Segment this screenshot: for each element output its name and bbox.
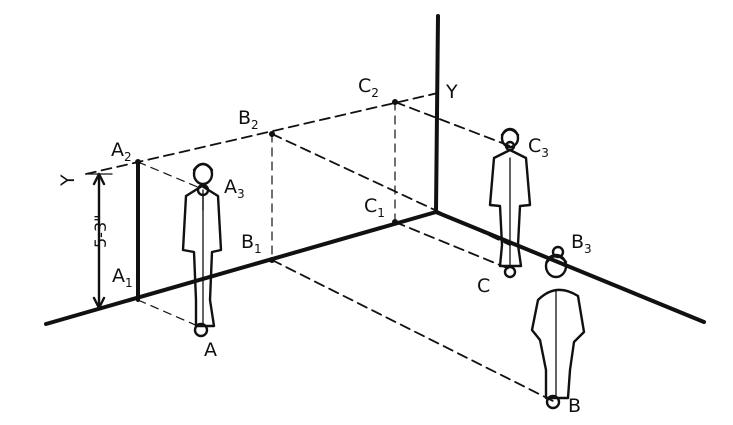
- height-dimension: 5-3": [87, 172, 113, 310]
- figure-a: [181, 162, 223, 338]
- line-a2-to-a3: [137, 161, 201, 189]
- label-y-left: Y: [57, 174, 79, 187]
- label-b1: B1: [241, 231, 262, 256]
- figure-c-body: [488, 148, 532, 268]
- label-a1: A1: [112, 265, 133, 290]
- line-a1-to-a: [137, 299, 201, 328]
- construction-lines: [85, 92, 556, 403]
- height-label: 5-3": [91, 215, 110, 249]
- label-c1: C1: [364, 195, 385, 220]
- label-a: A: [204, 339, 217, 361]
- horizon-line-y: [85, 92, 439, 175]
- vertical-corner-edge: [434, 14, 440, 214]
- figure-a-foot-marker: [193, 322, 209, 338]
- label-c: C: [477, 275, 490, 297]
- line-b2-to-b3: [271, 133, 511, 246]
- label-a3: A3: [224, 176, 245, 201]
- figure-b: [530, 245, 586, 410]
- label-c2: C2: [358, 75, 379, 100]
- reference-points: [135, 99, 398, 263]
- back-left-floor-edge: [44, 210, 438, 326]
- point-labels: A A1 A2 A3 B B1 B2 B3 C C1 C2 C3 Y Y: [57, 75, 592, 417]
- line-c1-to-c: [394, 221, 513, 271]
- figure-a-body: [181, 184, 223, 328]
- figure-c-foot-marker: [503, 265, 517, 279]
- point-b2: [269, 131, 275, 137]
- label-b: B: [568, 395, 581, 417]
- point-c1: [392, 219, 398, 225]
- figure-c-hair: [500, 128, 520, 137]
- label-a2: A2: [111, 139, 132, 164]
- figure-a-eye-marker: [196, 183, 210, 197]
- figure-b-body: [530, 288, 586, 400]
- point-c2: [392, 99, 398, 105]
- label-b3: B3: [571, 231, 592, 256]
- label-b2: B2: [238, 107, 259, 132]
- room-edges: [44, 14, 706, 326]
- figure-c: [488, 127, 532, 279]
- line-c2-to-c3: [394, 101, 511, 147]
- figure-b-foot-marker: [545, 394, 561, 410]
- figure-c-eye-marker: [504, 140, 516, 152]
- point-a2: [135, 159, 141, 165]
- label-y-right: Y: [445, 81, 458, 103]
- line-b1-to-b: [271, 259, 556, 403]
- dimension-arrow-bottom: [92, 296, 106, 310]
- point-b1: [269, 257, 275, 263]
- figure-b-eye-marker: [551, 245, 565, 259]
- label-c3: C3: [528, 135, 549, 160]
- figure-a-hair: [192, 162, 214, 172]
